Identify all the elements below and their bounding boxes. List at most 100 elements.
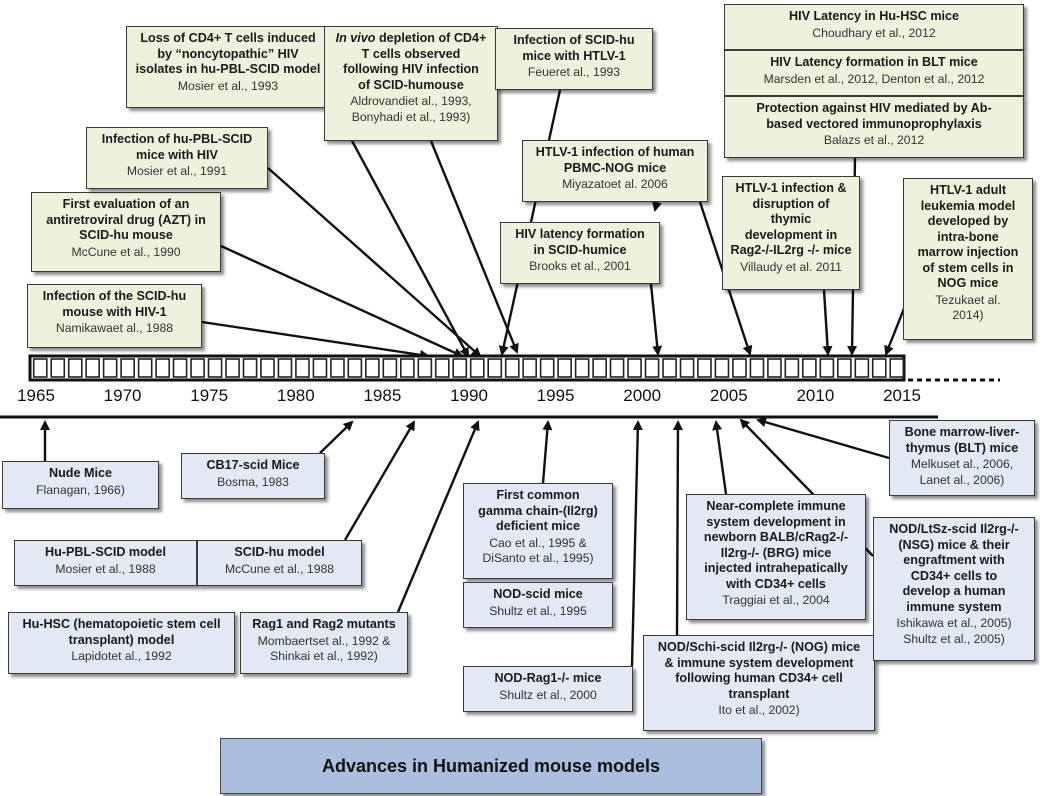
connector-arrow: [429, 140, 519, 354]
timeline-segment: [102, 358, 118, 378]
timeline-bar: [28, 354, 1000, 382]
connector-arrow: [630, 420, 643, 667]
timeline-segment: [295, 358, 310, 378]
timeline-segment: [364, 358, 380, 378]
timeline-segment: [434, 358, 450, 378]
year-label: 1965: [17, 386, 55, 405]
diagram-caption: Advances in Humanized mouse models: [220, 738, 762, 794]
timeline-segment: [32, 358, 48, 378]
timeline-segment: [50, 358, 66, 378]
timeline-segment: [277, 358, 293, 378]
event-mosier-1993: Loss of CD4+ T cells induced by “noncyto…: [126, 26, 330, 108]
timeline-segment: [155, 358, 171, 378]
timeline-segment: [504, 358, 520, 378]
timeline-segment: [67, 358, 83, 378]
connector-arrow: [201, 320, 430, 360]
timeline-segment: [207, 358, 223, 378]
event-hu-pbl-scid-1988: Hu-PBL-SCID model Mosier et al., 1988: [14, 540, 197, 586]
connector-arrow: [396, 420, 480, 613]
timeline-segment: [592, 358, 607, 378]
timeline-segment: [819, 358, 835, 378]
connector-arrow: [649, 283, 663, 356]
timeline-segment: [120, 358, 135, 378]
timeline-segment: [312, 358, 328, 378]
event-balazs-2012: Protection against HIV mediated by Ab- b…: [724, 96, 1024, 158]
year-label: 1995: [536, 386, 575, 405]
event-choudhary-2012: HIV Latency in Hu-HSC mice Choudhary et …: [724, 4, 1024, 50]
connector-arrow: [343, 420, 416, 541]
year-label: 1970: [103, 386, 142, 405]
event-brooks-2001: HIV latency formation in SCID-humice Bro…: [500, 222, 660, 284]
timeline-segment: [644, 358, 660, 378]
timeline-segment: [609, 358, 625, 378]
event-nsg-2005: NOD/LtSz-scid Il2rg-/- (NSG) mice & thei…: [873, 517, 1035, 661]
event-blt-2006: Bone marrow-liver- thymus (BLT) mice Mel…: [889, 420, 1035, 496]
timeline-segment: [697, 358, 712, 378]
timeline-segment: [172, 358, 188, 378]
event-cb17-scid-1983: CB17-scid Mice Bosma, 1983: [181, 453, 325, 499]
event-miyazato-2006: HTLV-1 infection of human PBMC-NOG mice …: [522, 140, 708, 202]
timeline-segment: [382, 358, 398, 378]
event-villaudy-2011: HTLV-1 infection & disruption of thymic …: [722, 176, 860, 290]
timeline-segment: [732, 358, 747, 378]
timeline-segment: [714, 358, 730, 378]
year-label: 2005: [709, 386, 748, 405]
timeline-segment: [330, 358, 345, 378]
connector-arrow: [319, 420, 354, 454]
event-brg-2004: Near-complete immune system development …: [686, 494, 866, 620]
timeline-segment: [854, 358, 870, 378]
event-hu-hsc-1992: Hu-HSC (hematopoietic stem cell transpla…: [8, 612, 235, 674]
event-marsden-2012: HIV Latency formation in BLT mice Marsde…: [724, 50, 1024, 96]
connector-arrow: [756, 417, 890, 460]
connector-arrow: [328, 99, 470, 358]
event-namikawa-1988: Infection of the SCID-hu mouse with HIV-…: [27, 284, 202, 348]
timeline-segment: [190, 358, 205, 378]
year-label: 2015: [883, 386, 921, 405]
connector-arrow: [652, 201, 662, 212]
timeline-segment: [260, 358, 275, 378]
event-scid-hu-1988: SCID-hu model McCune et al., 1988: [197, 540, 362, 586]
timeline-segment: [889, 358, 905, 378]
timeline-segment: [469, 358, 485, 378]
year-label: 1985: [363, 386, 402, 405]
event-nude-mice-1966: Nude Mice Flanagan, 1966): [2, 461, 159, 509]
connector-arrow: [712, 420, 728, 495]
timeline-segment: [662, 358, 677, 378]
timeline-segment: [801, 358, 817, 378]
timeline-segment: [417, 358, 433, 378]
connector-arrow: [541, 420, 553, 484]
year-label: 1980: [276, 386, 315, 405]
connector-arrow: [672, 420, 683, 636]
event-rag-mutants-1992: Rag1 and Rag2 mutants Mombaertset al., 1…: [240, 612, 408, 674]
connector-arrow: [267, 167, 482, 358]
event-tezuka-2014: HTLV-1 adult leukemia model developed by…: [903, 178, 1033, 340]
timeline-segment: [242, 358, 258, 378]
event-nod-rag1-2000: NOD-Rag1-/- mice Shultz et al., 2000: [463, 666, 633, 712]
year-label: 1975: [190, 386, 229, 405]
year-label: 2010: [796, 386, 835, 405]
timeline-segment: [574, 358, 590, 378]
timeline-segment: [522, 358, 537, 378]
connector-arrow: [884, 305, 907, 356]
timeline-segment: [539, 358, 555, 378]
event-mccune-1990: First evaluation of an antiretroviral dr…: [31, 192, 221, 272]
year-label: 2000: [623, 386, 662, 405]
timeline-segment: [85, 358, 100, 378]
event-il2rg-1995: First common gamma chain-(Il2rg) deficie…: [463, 483, 613, 579]
timeline-segment: [749, 358, 765, 378]
timeline-segment: [225, 358, 240, 378]
event-feuer-1993: Infection of SCID-hu mice with HTLV-1 Fe…: [495, 28, 653, 90]
event-mosier-1991: Infection of hu-PBL-SCID mice with HIV M…: [86, 127, 268, 189]
connector-arrow: [822, 289, 833, 356]
timeline-segment: [784, 358, 800, 378]
connector-arrow: [220, 244, 464, 358]
timeline-segment: [679, 358, 695, 378]
timeline-segment: [452, 358, 468, 378]
timeline-segment: [399, 358, 415, 378]
timeline-segment: [767, 358, 782, 378]
timeline-segment: [137, 358, 153, 378]
event-aldrovandi-1993: In vivo depletion of CD4+ T cells observ…: [324, 26, 498, 141]
event-nog-2002: NOD/Schi-scid Il2rg-/- (NOG) mice & immu…: [643, 635, 875, 731]
event-nod-scid-1995: NOD-scid mice Shultz et al., 1995: [463, 582, 613, 628]
